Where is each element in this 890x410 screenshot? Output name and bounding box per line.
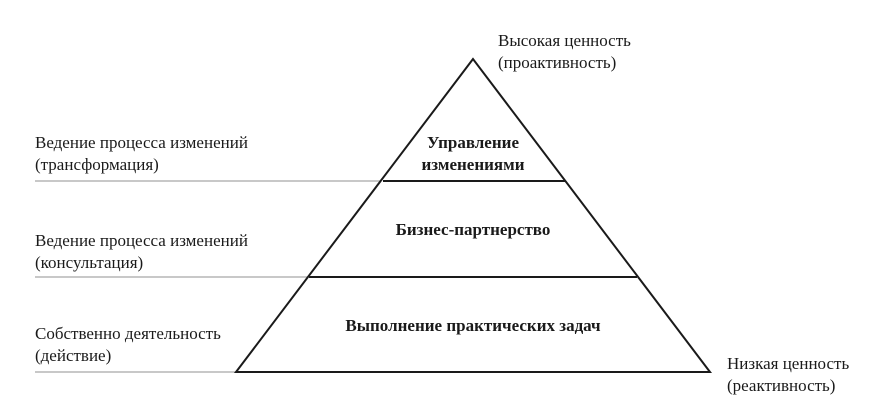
- side-label-consultation: Ведение процесса изменений (консультация…: [35, 230, 248, 274]
- tier-label-practical-tasks-line1: Выполнение практических задач: [345, 316, 601, 335]
- tier-label-practical-tasks: Выполнение практических задач: [273, 315, 673, 337]
- side-label-transformation-line2: (трансформация): [35, 155, 159, 174]
- side-label-action-line1: Собственно деятельность: [35, 324, 221, 343]
- side-label-consultation-line1: Ведение процесса изменений: [35, 231, 248, 250]
- pyramid-outline: [233, 57, 713, 373]
- high-value-line1: Высокая ценность: [498, 31, 631, 50]
- tier-label-business-partnership: Бизнес-партнерство: [323, 219, 623, 241]
- side-label-transformation: Ведение процесса изменений (трансформаци…: [35, 132, 248, 176]
- side-label-consultation-line2: (консультация): [35, 253, 144, 272]
- tier-label-change-management-line2: изменениями: [421, 155, 525, 174]
- side-label-action-line2: (действие): [35, 346, 112, 365]
- low-value-line1: Низкая ценность: [727, 354, 850, 373]
- low-value-line2: (реактивность): [727, 376, 836, 395]
- tier-label-business-partnership-line1: Бизнес-партнерство: [395, 220, 551, 239]
- side-label-transformation-line1: Ведение процесса изменений: [35, 133, 248, 152]
- side-label-action: Собственно деятельность (действие): [35, 323, 221, 367]
- tier-label-change-management: Управление изменениями: [373, 132, 573, 176]
- tier-label-change-management-line1: Управление: [426, 133, 519, 152]
- high-value-line2: (проактивность): [498, 53, 617, 72]
- low-value-annotation: Низкая ценность (реактивность): [727, 353, 849, 397]
- high-value-annotation: Высокая ценность (проактивность): [498, 30, 631, 74]
